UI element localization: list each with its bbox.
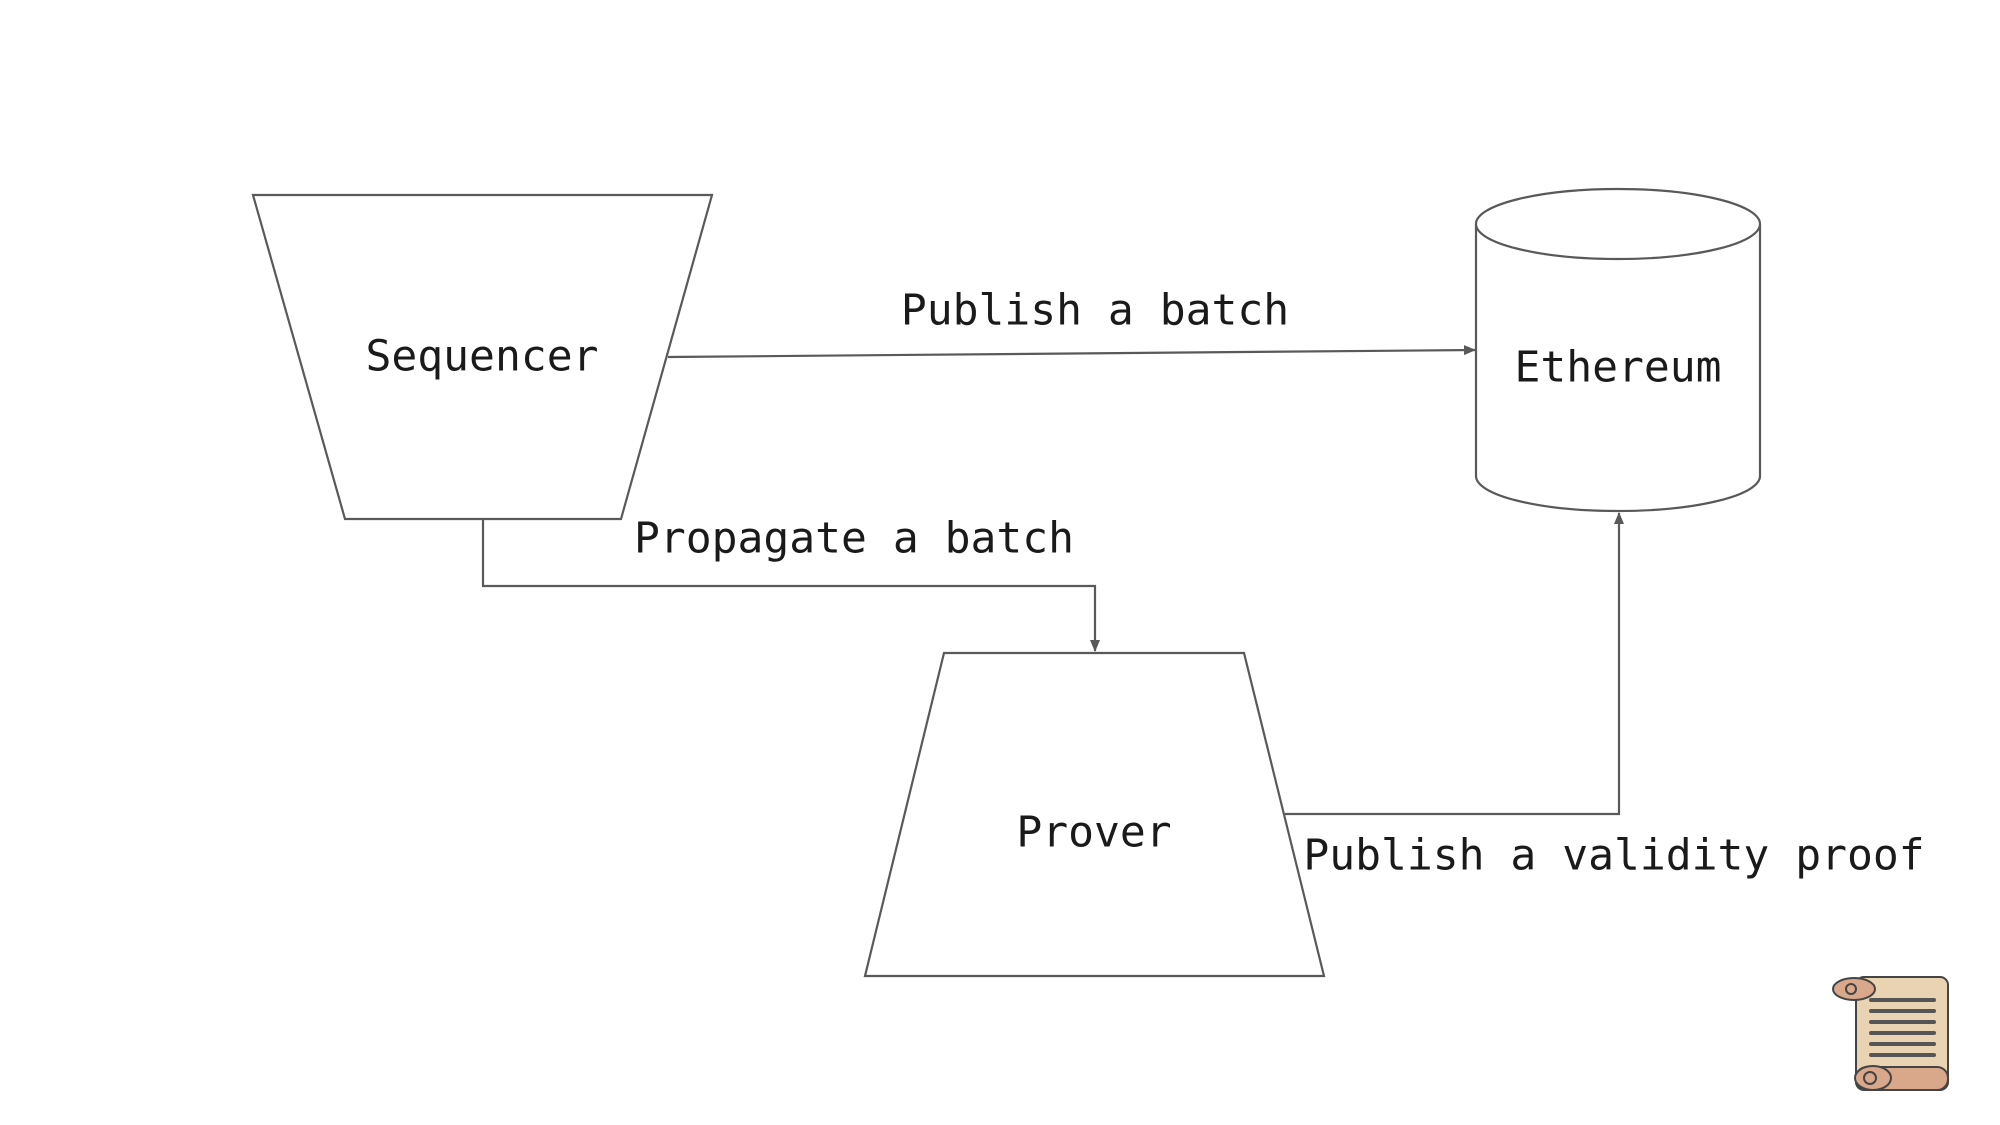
publish-batch-edge: Publish a batch	[667, 286, 1476, 359]
ethereum-cylinder-body	[1474, 224, 1762, 513]
sequencer-label: Sequencer	[366, 332, 599, 382]
publish-proof-edge: Publish a validity proof	[1285, 512, 1925, 881]
publish-proof-arrow	[1285, 512, 1624, 816]
scroll-icon	[1832, 976, 1949, 1091]
sequencer-node: Sequencer	[251, 193, 714, 521]
prover-shape	[863, 651, 1326, 978]
propagate-batch-arrow	[481, 519, 1100, 652]
publish-batch-arrow	[667, 345, 1476, 359]
sequencer-shape	[251, 193, 714, 521]
publish-proof-label: Publish a validity proof	[1303, 831, 1924, 881]
ethereum-node: Ethereum	[1474, 187, 1762, 513]
publish-batch-label: Publish a batch	[901, 286, 1289, 336]
propagate-batch-label: Propagate a batch	[634, 514, 1074, 564]
prover-label: Prover	[1016, 808, 1171, 858]
prover-node: Prover	[863, 651, 1326, 978]
ethereum-cylinder-top	[1474, 187, 1762, 261]
propagate-batch-edge: Propagate a batch	[481, 514, 1100, 652]
ethereum-label: Ethereum	[1514, 343, 1721, 393]
